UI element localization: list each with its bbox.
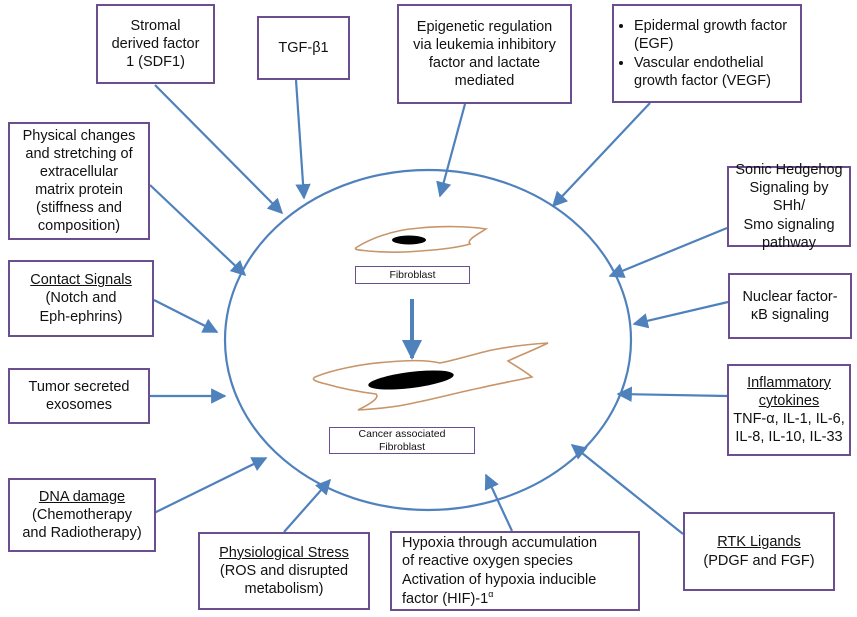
inflammatory-line-2: IL-8, IL-10, IL-33 <box>735 429 843 446</box>
box-rtk-ligands: RTK Ligands (PDGF and FGF) <box>683 512 835 591</box>
arrow-sdf1 <box>154 84 284 215</box>
epigenetic-line-4: mediated <box>454 73 515 90</box>
fibroblast-cell <box>354 225 489 253</box>
nfkb-line-1: Nuclear factor- <box>742 288 838 305</box>
hypoxia-line-4-text: factor (HIF)-1 <box>402 590 489 607</box>
hypoxia-line-3: Activation of hypoxia inducible <box>402 571 597 588</box>
arrow-inflammatory <box>616 386 728 402</box>
arrow-epigenetic <box>436 103 467 198</box>
sonic-line-3: Smo signaling <box>743 216 835 233</box>
caf-nucleus <box>368 370 454 390</box>
sdf1-line-3: 1 (SDF1) <box>126 54 185 71</box>
dna-line-2: and Radiotherapy) <box>22 525 142 542</box>
hypoxia-line-1: Hypoxia through accumulation <box>402 535 598 552</box>
exosomes-line-1: Tumor secreted <box>28 378 130 395</box>
box-sonic-hedgehog: Sonic Hedgehog Signaling by SHh/ Smo sig… <box>727 162 851 251</box>
box-dna-damage: DNA damage (Chemotherapy and Radiotherap… <box>8 478 156 552</box>
caf-label-line-1: Cancer associated <box>358 428 446 441</box>
sonic-line-2: Signaling by SHh/ <box>749 180 829 215</box>
dna-line-1: (Chemotherapy <box>32 506 132 523</box>
caf-label: Cancer associated Fibroblast <box>329 427 475 454</box>
box-egf-vegf: Epidermal growth factor (EGF) Vascular e… <box>612 4 802 103</box>
arrow-dna <box>149 457 268 516</box>
hypoxia-superscript: α <box>488 588 494 599</box>
dna-title: DNA damage <box>38 488 126 505</box>
rtk-title: RTK Ligands <box>717 534 801 551</box>
physical-line-2: and stretching of <box>25 145 133 162</box>
arrow-contact <box>153 299 219 333</box>
arrow-hypoxia <box>484 473 513 532</box>
epigenetic-line-1: Epigenetic regulation <box>416 18 553 35</box>
caf-label-line-2: Fibroblast <box>378 440 426 453</box>
box-sdf1: Stromal derived factor 1 (SDF1) <box>96 4 215 84</box>
fibroblast-label: Fibroblast <box>355 266 470 284</box>
sdf1-line-2: derived factor <box>111 35 200 52</box>
box-exosomes: Tumor secreted exosomes <box>8 368 150 424</box>
hypoxia-line-2: of reactive oxygen species <box>402 553 573 570</box>
contact-title: Contact Signals <box>30 272 132 289</box>
nfkb-line-2: κB signaling <box>750 307 830 323</box>
stress-line-1: (ROS and disrupted <box>219 562 349 579</box>
arrow-nfkb <box>632 300 729 329</box>
box-physiological-stress: Physiological Stress (ROS and disrupted … <box>198 532 370 610</box>
sonic-line-1: Sonic Hedgehog <box>735 162 843 179</box>
box-inflammatory-cytokines: Inflammatory cytokines TNF-α, IL-1, IL-6… <box>727 364 851 456</box>
epigenetic-line-2: via leukemia inhibitory <box>413 36 556 53</box>
caf-cell <box>312 342 549 411</box>
physical-line-4: matrix protein <box>35 182 123 198</box>
epigenetic-line-3: factor and lactate <box>428 55 541 71</box>
box-physical-changes: Physical changes and stretching of extra… <box>8 122 150 240</box>
fibroblast-label-text: Fibroblast <box>389 268 436 281</box>
exosomes-line-2: exosomes <box>45 397 113 413</box>
arrow-egf-vegf <box>551 102 651 208</box>
stress-title: Physiological Stress <box>219 544 349 561</box>
inflammatory-title-1: Inflammatory <box>747 374 831 391</box>
arrow-stress <box>283 478 332 533</box>
sdf1-line-1: Stromal <box>130 17 181 34</box>
physical-line-3: extracellular <box>39 163 119 180</box>
physical-line-1: Physical changes <box>22 127 136 144</box>
contact-line-1: (Notch and <box>45 290 117 307</box>
inflammatory-line-1: TNF-α, IL-1, IL-6, <box>733 411 845 427</box>
hypoxia-line-4: factor (HIF)-1α <box>402 589 493 608</box>
cell-environment-ellipse <box>223 168 633 512</box>
box-tgf-beta1: TGF-β1 <box>257 16 350 80</box>
sonic-line-4: pathway <box>761 234 816 251</box>
fibroblast-nucleus <box>392 235 426 245</box>
vegf-bullet: Vascular endothelial growth factor (VEGF… <box>634 54 796 90</box>
stress-line-2: metabolism) <box>244 581 324 598</box>
box-epigenetic: Epigenetic regulation via leukemia inhib… <box>397 4 572 104</box>
box-contact-signals: Contact Signals (Notch and Eph-ephrins) <box>8 260 154 337</box>
arrow-tgf <box>294 79 311 200</box>
inflammatory-title-2: cytokines <box>758 392 820 409</box>
arrow-physical <box>149 184 247 277</box>
physical-line-5: (stiffness and <box>36 200 122 217</box>
box-nfkb: Nuclear factor- κB signaling <box>728 273 852 339</box>
arrow-sonic <box>608 226 728 278</box>
arrow-rtk <box>570 444 684 535</box>
tgf-text: TGF-β1 <box>278 39 329 56</box>
egf-vegf-list: Epidermal growth factor (EGF) Vascular e… <box>618 17 796 90</box>
egf-bullet: Epidermal growth factor (EGF) <box>634 17 796 53</box>
contact-line-2: Eph-ephrins) <box>39 308 123 325</box>
rtk-line-1: (PDGF and FGF) <box>703 552 815 569</box>
box-hypoxia: Hypoxia through accumulation of reactive… <box>390 531 640 611</box>
physical-line-6: composition) <box>37 218 121 235</box>
